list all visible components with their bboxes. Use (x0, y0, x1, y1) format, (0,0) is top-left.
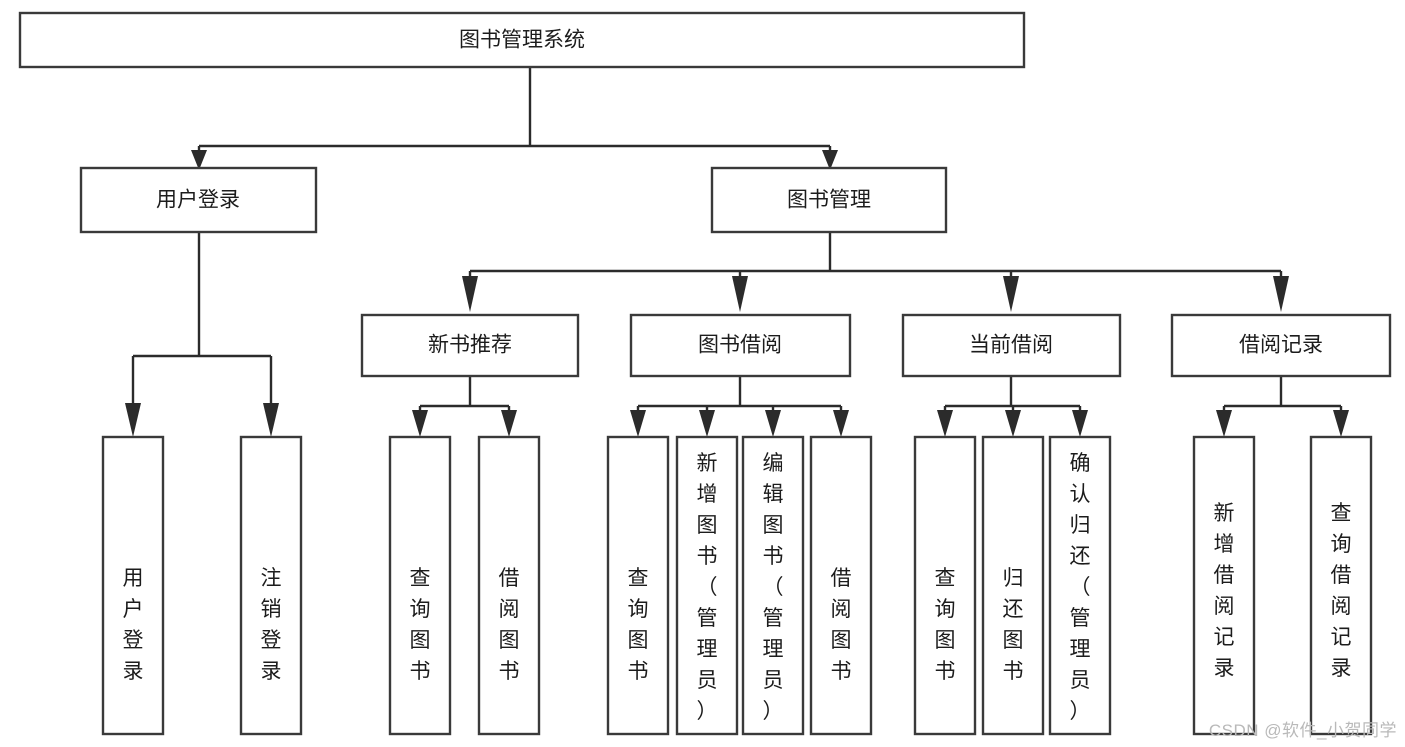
arrow-leaf-query-book-2 (630, 410, 646, 437)
node-user-login[interactable]: 用户登录 (79, 166, 318, 234)
arrow-leaf-add-book (699, 410, 715, 437)
csdn-watermark: CSDN @软件_小贺同学 (1208, 721, 1397, 740)
arrow-user-login (191, 150, 207, 170)
leaf-confirm-return-label: 确认归还（管理员） (1070, 452, 1091, 723)
leaf-edit-book[interactable]: 编辑图书（管理员） (741, 435, 805, 736)
leaf-query-book-3-box[interactable] (913, 435, 977, 736)
arrow-book-manage (822, 150, 838, 170)
arrow-leaf-user-login (125, 403, 141, 437)
leaf-query-book-3-label: 查询图书 (935, 567, 956, 683)
arrow-book-borrow (732, 276, 748, 312)
leaf-user-login[interactable]: 用户登录 (101, 435, 165, 736)
leaf-query-record[interactable]: 查询借阅记录 (1309, 435, 1373, 736)
node-new-book-rec-box[interactable] (360, 313, 580, 378)
node-root-box[interactable] (18, 11, 1026, 69)
node-borrow-record-label: 借阅记录 (1239, 334, 1323, 357)
leaf-borrow-book-1[interactable]: 借阅图书 (477, 435, 541, 736)
leaf-query-book-1-label: 查询图书 (410, 567, 431, 683)
connectors (125, 67, 1349, 437)
arrow-leaf-borrow-book-1 (501, 410, 517, 437)
arrow-leaf-query-book-1 (412, 410, 428, 437)
arrow-borrow-record (1273, 276, 1289, 312)
node-book-manage-label: 图书管理 (787, 189, 871, 212)
leaf-return-book-label: 归还图书 (1003, 567, 1024, 683)
leaf-query-record-box[interactable] (1309, 435, 1373, 736)
leaf-add-record-box[interactable] (1192, 435, 1256, 736)
node-root[interactable]: 图书管理系统 (18, 11, 1026, 69)
arrow-leaf-query-record (1333, 410, 1349, 437)
leaf-edit-book-label: 编辑图书（管理员） (763, 452, 784, 723)
leaf-add-book-label: 新增图书（管理员） (697, 452, 718, 723)
leaf-confirm-return[interactable]: 确认归还（管理员） (1048, 435, 1112, 736)
leaf-logout-label: 注销登录 (261, 567, 282, 683)
leaf-add-record-label: 新增借阅记录 (1214, 502, 1235, 680)
node-borrow-record-box[interactable] (1170, 313, 1392, 378)
node-current-borrow[interactable]: 当前借阅 (901, 313, 1122, 378)
node-book-manage[interactable]: 图书管理 (710, 166, 948, 234)
node-book-manage-box[interactable] (710, 166, 948, 234)
leaf-logout-box[interactable] (239, 435, 303, 736)
leaf-query-book-1[interactable]: 查询图书 (388, 435, 452, 736)
leaf-user-login-label: 用户登录 (123, 567, 144, 683)
node-root-label: 图书管理系统 (459, 29, 585, 52)
leaf-borrow-book-2-box[interactable] (809, 435, 873, 736)
leaf-add-record[interactable]: 新增借阅记录 (1192, 435, 1256, 736)
leaf-query-book-2-box[interactable] (606, 435, 670, 736)
node-user-login-box[interactable] (79, 166, 318, 234)
leaf-return-book[interactable]: 归还图书 (981, 435, 1045, 736)
node-current-borrow-label: 当前借阅 (969, 334, 1053, 357)
leaf-query-record-label: 查询借阅记录 (1331, 502, 1352, 680)
arrow-leaf-add-record (1216, 410, 1232, 437)
arrow-current-borrow (1003, 276, 1019, 312)
arrow-leaf-edit-book (765, 410, 781, 437)
node-borrow-record[interactable]: 借阅记录 (1170, 313, 1392, 378)
leaf-query-book-2[interactable]: 查询图书 (606, 435, 670, 736)
arrow-leaf-borrow-book-2 (833, 410, 849, 437)
leaf-borrow-book-1-box[interactable] (477, 435, 541, 736)
arrow-leaf-logout (263, 403, 279, 437)
leaf-add-book-box[interactable] (675, 435, 739, 736)
arrow-leaf-query-book-3 (937, 410, 953, 437)
leaf-borrow-book-2-label: 借阅图书 (831, 567, 852, 683)
node-user-login-label: 用户登录 (156, 189, 240, 212)
leaf-query-book-3[interactable]: 查询图书 (913, 435, 977, 736)
arrow-new-book-rec (462, 276, 478, 312)
leaf-add-book[interactable]: 新增图书（管理员） (675, 435, 739, 736)
node-new-book-rec-label: 新书推荐 (428, 334, 512, 357)
arrow-leaf-confirm-return (1072, 410, 1088, 437)
node-book-borrow-label: 图书借阅 (698, 334, 782, 357)
leaf-borrow-book-2[interactable]: 借阅图书 (809, 435, 873, 736)
leaf-confirm-return-box[interactable] (1048, 435, 1112, 736)
node-book-borrow-box[interactable] (629, 313, 852, 378)
node-book-borrow[interactable]: 图书借阅 (629, 313, 852, 378)
leaf-user-login-box[interactable] (101, 435, 165, 736)
leaf-edit-book-box[interactable] (741, 435, 805, 736)
leaf-logout[interactable]: 注销登录 (239, 435, 303, 736)
arrow-leaf-return-book (1005, 410, 1021, 437)
node-new-book-rec[interactable]: 新书推荐 (360, 313, 580, 378)
leaf-return-book-box[interactable] (981, 435, 1045, 736)
leaf-query-book-2-label: 查询图书 (628, 567, 649, 683)
leaf-query-book-1-box[interactable] (388, 435, 452, 736)
leaf-borrow-book-1-label: 借阅图书 (499, 567, 520, 683)
node-current-borrow-box[interactable] (901, 313, 1122, 378)
